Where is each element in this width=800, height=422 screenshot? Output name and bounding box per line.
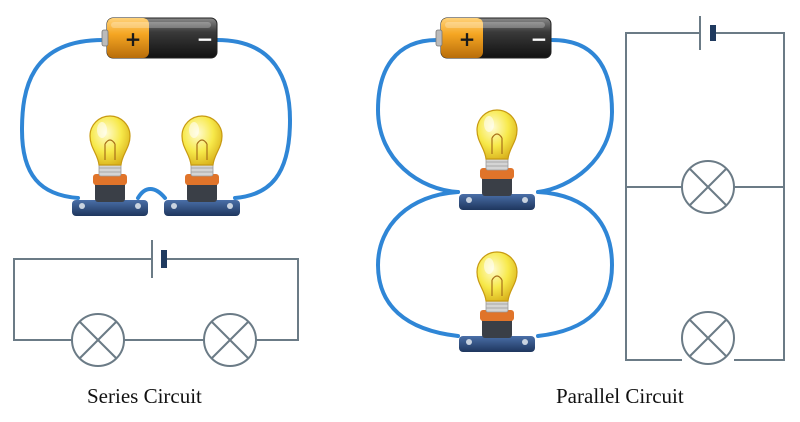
battery-positive-symbol: + bbox=[125, 27, 142, 51]
parallel-circuit-caption: Parallel Circuit bbox=[556, 384, 684, 408]
series-pictorial-circuit: + − bbox=[19, 17, 293, 217]
parallel-schematic-lamp-top bbox=[681, 160, 735, 214]
parallel-schematic-lamp-bottom bbox=[681, 311, 735, 365]
parallel-pictorial-circuit: + − bbox=[375, 17, 615, 353]
parallel-bulb-bottom bbox=[458, 251, 536, 353]
parallel-battery: + − bbox=[435, 17, 552, 59]
parallel-schematic-wire bbox=[625, 32, 785, 361]
series-schematic-wire bbox=[13, 258, 299, 341]
series-battery: + − bbox=[101, 17, 218, 59]
series-schematic-battery-short-plate bbox=[161, 250, 167, 268]
parallel-wire-upper-loop bbox=[375, 38, 615, 194]
battery-positive-symbol: + bbox=[459, 27, 476, 51]
series-schematic-lamp-left bbox=[71, 313, 125, 367]
series-bulb-right bbox=[163, 115, 241, 217]
series-circuit-caption: Series Circuit bbox=[87, 384, 202, 408]
series-schematic-lamp-right bbox=[203, 313, 257, 367]
parallel-schematic-battery-short-plate bbox=[710, 25, 716, 41]
series-wire-between-bulbs bbox=[136, 187, 167, 200]
battery-negative-symbol: − bbox=[197, 27, 214, 51]
series-schematic bbox=[13, 240, 299, 367]
series-wire-loop bbox=[19, 38, 293, 200]
battery-negative-symbol: − bbox=[531, 27, 548, 51]
series-bulb-left bbox=[71, 115, 149, 217]
parallel-bulb-top bbox=[458, 109, 536, 211]
parallel-schematic bbox=[625, 16, 785, 365]
parallel-wire-lower-loop bbox=[375, 190, 615, 338]
